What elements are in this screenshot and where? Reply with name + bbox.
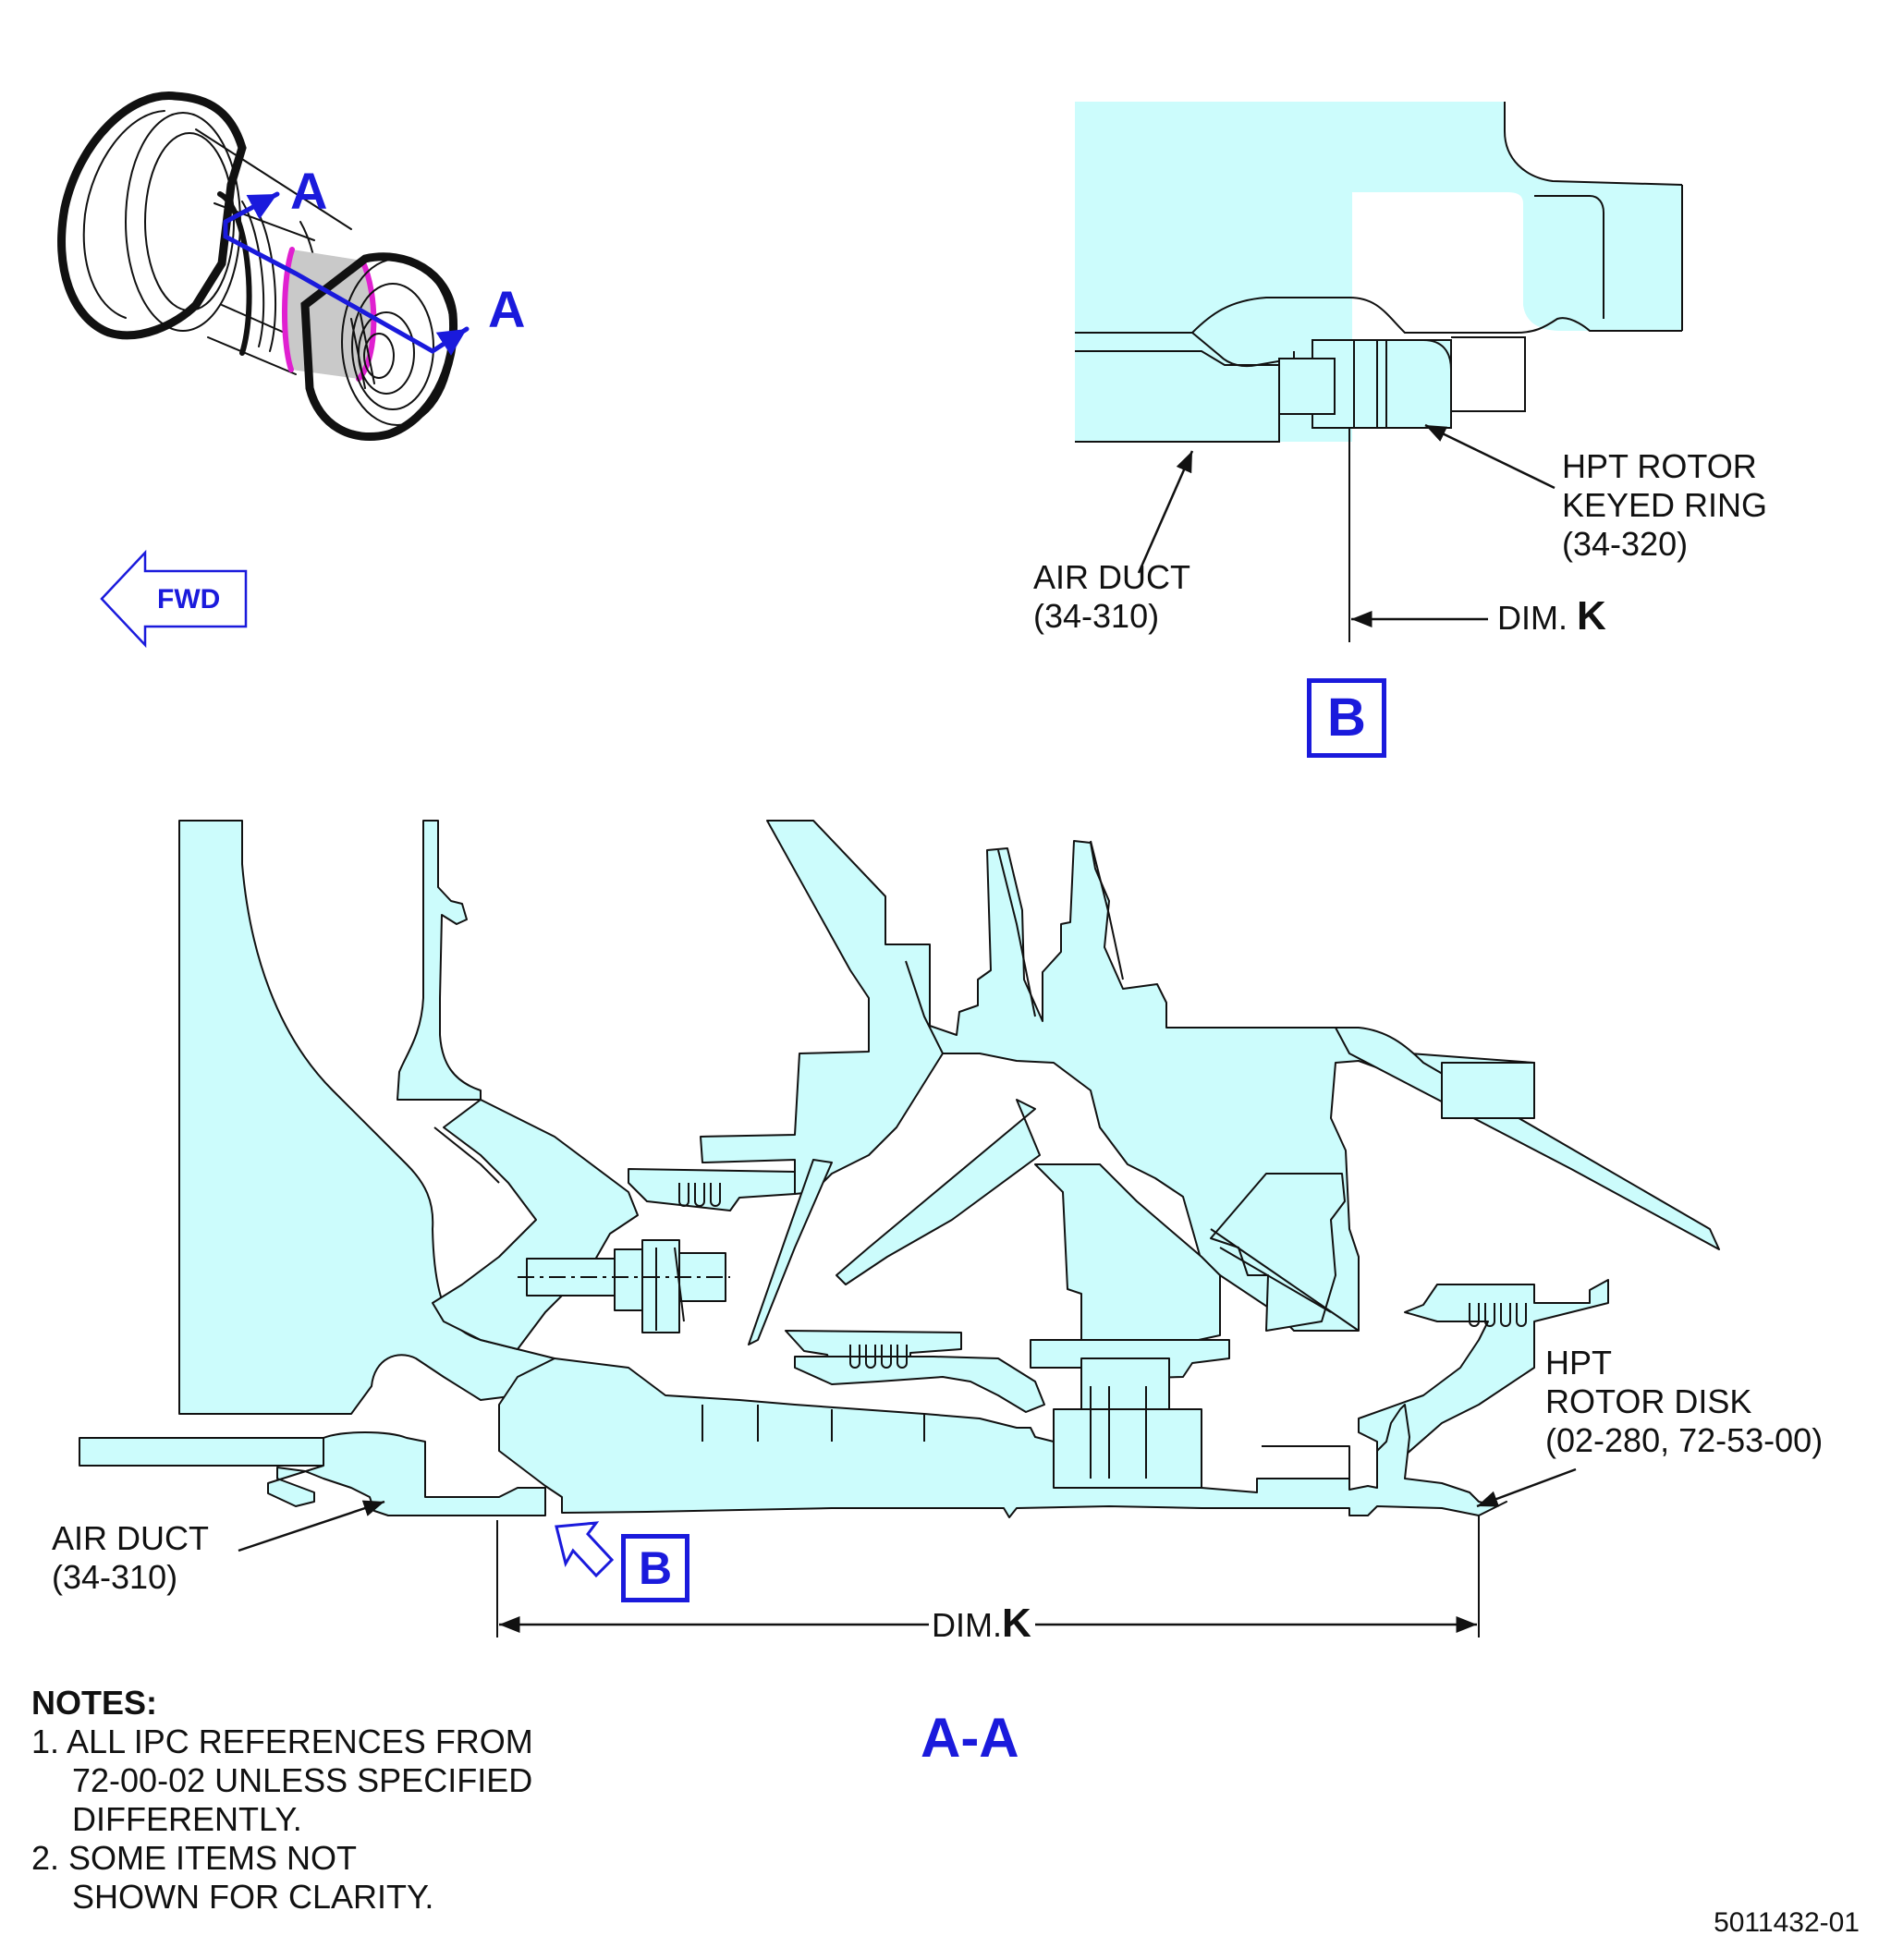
detail-b-air-duct-label: AIR DUCT (34-310) (1033, 558, 1190, 635)
section-aa-air-duct-label: AIR DUCT (34-310) (52, 1519, 209, 1596)
section-mark-a-lower: A (488, 280, 526, 338)
isometric-engine-view (57, 91, 470, 442)
fwd-label: FWD (157, 584, 221, 615)
section-aa-view-b-label: B (621, 1534, 689, 1602)
detail-b-keyed-ring-label: HPT ROTOR KEYED RING (34-320) (1562, 447, 1768, 563)
view-b-arrow (555, 1521, 615, 1578)
section-aa-disk-label: HPT ROTOR DISK (02-280, 72-53-00) (1545, 1344, 1824, 1459)
section-aa-air-duct-leader (238, 1500, 385, 1552)
section-aa-drawing (79, 820, 1720, 1518)
section-mark-a-upper: A (290, 162, 328, 220)
fwd-arrow (100, 549, 248, 649)
section-aa-disk-leader (1476, 1467, 1577, 1508)
detail-b-air-duct-leader (1137, 450, 1194, 574)
detail-b-keyed-ring-leader (1424, 423, 1556, 490)
seal-teeth (678, 1183, 1527, 1369)
notes-block: NOTES: 1. ALL IPC REFERENCES FROM 72-00-… (31, 1684, 533, 1916)
section-aa-title: A-A (921, 1707, 1019, 1769)
section-aa-dim-k-label: DIM.K (930, 1601, 1033, 1646)
detail-b-drawing (1074, 102, 1683, 642)
detail-b-box-label: B (1307, 678, 1386, 758)
figure-number: 5011432-01 (1714, 1907, 1860, 1938)
detail-b-dim-k-label: DIM. K (1497, 593, 1606, 639)
